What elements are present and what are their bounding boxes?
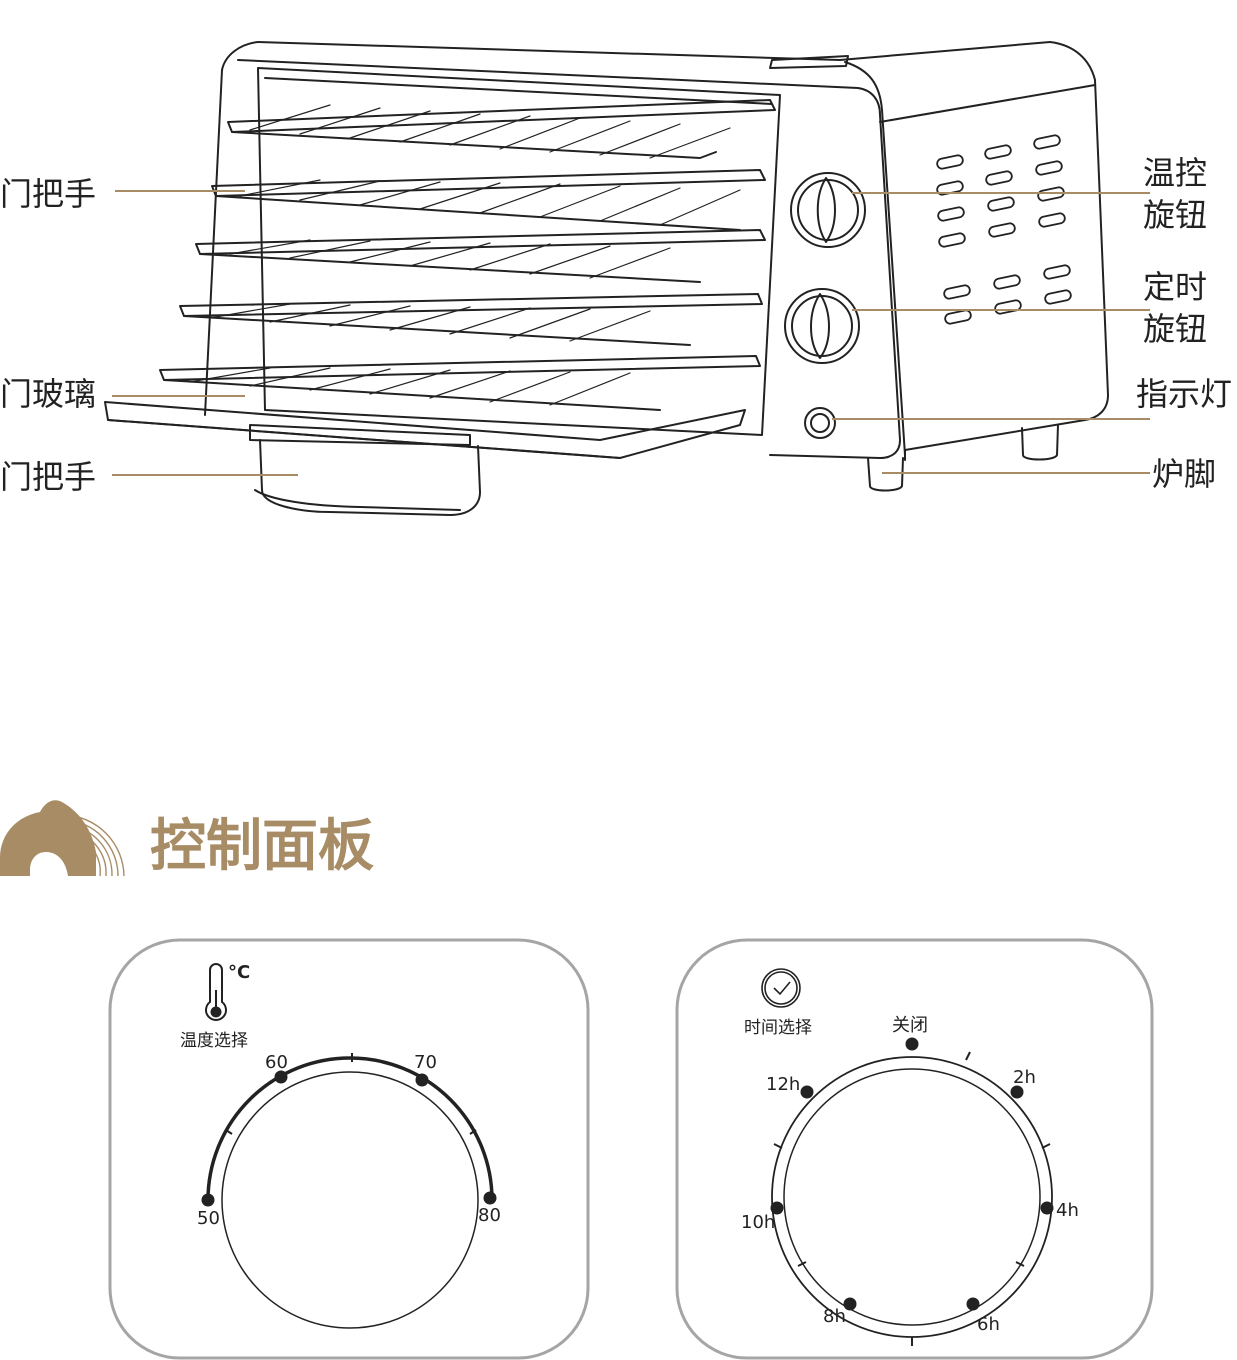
wire-racks (159, 99, 776, 411)
temp-mark-50: 50 (197, 1208, 220, 1229)
temp-unit: °C (228, 962, 250, 983)
timer-dial[interactable] (783, 1068, 1041, 1326)
timer-mark-4h: 4h (1056, 1200, 1079, 1221)
timer-caption: 时间选择 (744, 1018, 812, 1038)
temp-scale-arc (206, 1056, 494, 1201)
temp-knob-drawing (790, 172, 866, 248)
door-handle-bottom-label: 门把手 (0, 458, 96, 496)
timer-mark-dots (770, 1037, 1054, 1311)
temp-mark-80: 80 (478, 1205, 501, 1226)
timer-mark-8h: 8h (823, 1306, 846, 1327)
timer-mark-12h: 12h (766, 1074, 800, 1095)
timer-knob-label-line1: 定时 (1143, 268, 1207, 306)
timer-dial-outer (771, 1056, 1053, 1338)
feet-label: 炉脚 (1152, 455, 1216, 493)
rack-bars (189, 104, 741, 406)
door-handle (249, 424, 471, 446)
temp-knob-label-line1: 温控 (1143, 154, 1207, 192)
front-foot (867, 457, 904, 492)
brand-logo-icon (0, 800, 125, 877)
oven-illustration (104, 41, 1109, 516)
section-title: 控制面板 (150, 814, 374, 879)
door-glass-label: 门玻璃 (0, 375, 96, 413)
callout-leaders (112, 190, 1150, 476)
temp-caption: 温度选择 (180, 1031, 248, 1051)
timer-minor-ticks (773, 1051, 1051, 1346)
door-glass-panel (104, 401, 746, 459)
indicator-label: 指示灯 (1136, 375, 1232, 413)
thermometer-icon (205, 963, 227, 1021)
temp-mark-dots (201, 1070, 497, 1207)
timer-mark-10h: 10h (741, 1212, 775, 1233)
door-handle-top-label: 门把手 (0, 175, 96, 213)
vent-slots (936, 134, 1072, 325)
temp-knob-label-line2: 旋钮 (1143, 196, 1207, 234)
indicator-light-drawing (804, 407, 836, 439)
timer-panel: 时间选择 关闭 2h 4h 6h 8h 10h 12h (675, 938, 1154, 1360)
timer-knob-drawing (784, 288, 860, 364)
temp-mark-60: 60 (265, 1052, 288, 1073)
back-foot (1021, 424, 1059, 461)
temp-dial[interactable] (221, 1071, 479, 1329)
temp-mark-70: 70 (414, 1052, 437, 1073)
timer-mark-off: 关闭 (892, 1015, 928, 1036)
timer-knob-label-line2: 旋钮 (1143, 310, 1207, 348)
clock-icon (761, 968, 801, 1008)
timer-mark-2h: 2h (1013, 1067, 1036, 1088)
temp-panel: °C 温度选择 50 60 70 80 (108, 938, 590, 1360)
timer-mark-6h: 6h (977, 1314, 1000, 1335)
temp-minor-ticks (225, 1053, 477, 1135)
